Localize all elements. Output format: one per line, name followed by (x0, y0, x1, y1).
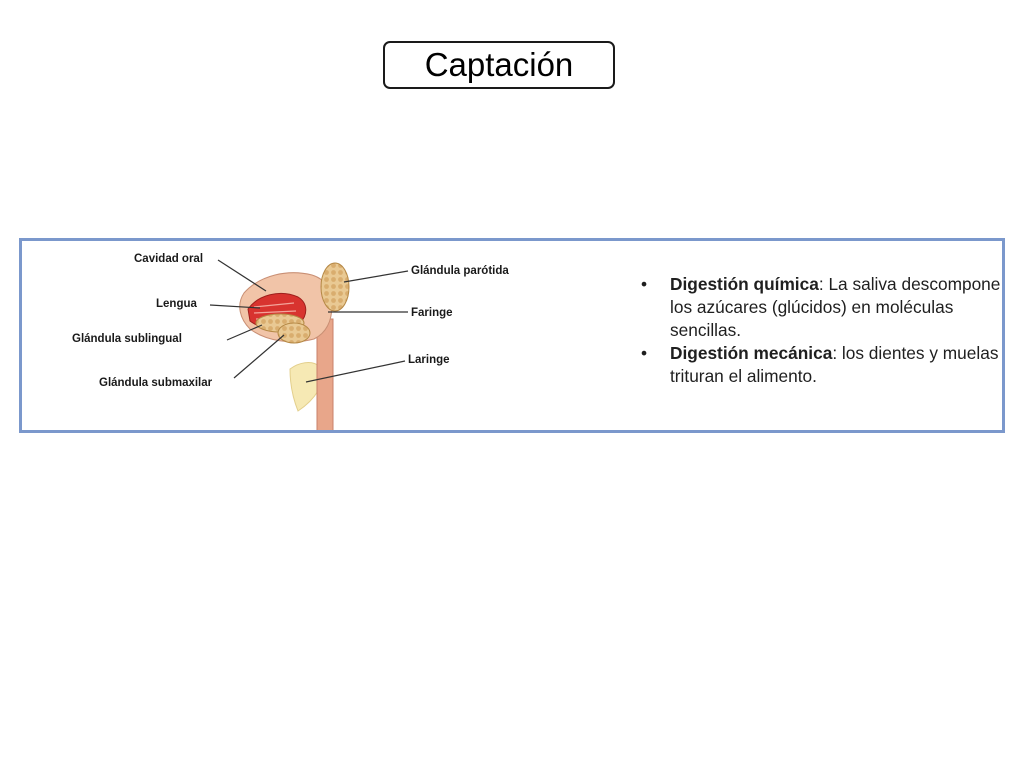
bullet-marker: • (641, 343, 648, 363)
bullet-item-mechanical: • Digestión mecánica: los dientes y muel… (634, 342, 1002, 388)
content-panel: Cavidad oral Lengua Glándula sublingual … (19, 238, 1005, 433)
bullet-marker: • (641, 274, 648, 294)
label-lengua: Lengua (156, 298, 197, 310)
label-glandula-parotida: Glándula parótida (411, 265, 509, 277)
leader-lines (209, 259, 409, 383)
bullet-text: : los dientes y muelas trituran el alime… (670, 343, 999, 386)
label-laringe: Laringe (408, 354, 450, 366)
larynx-shape (289, 362, 321, 412)
bullet-term: Digestión mecánica (670, 343, 833, 363)
bullet-text: : La saliva descompone los azúcares (glú… (670, 274, 1001, 340)
bullet-term: Digestión química (670, 274, 819, 294)
label-glandula-sublingual: Glándula sublingual (72, 333, 182, 345)
label-cavidad-oral: Cavidad oral (134, 253, 203, 265)
bullet-item-chemical: • Digestión química: La saliva descompon… (634, 273, 1002, 342)
slide-title: Captación (383, 41, 615, 89)
label-glandula-submaxilar: Glándula submaxilar (99, 377, 213, 389)
bullet-list: • Digestión química: La saliva descompon… (634, 273, 1002, 388)
parotid-gland-shape (320, 262, 350, 312)
label-faringe: Faringe (411, 307, 453, 319)
submaxillary-gland-shape (277, 322, 311, 344)
digestive-anatomy-diagram: Cavidad oral Lengua Glándula sublingual … (72, 253, 509, 430)
